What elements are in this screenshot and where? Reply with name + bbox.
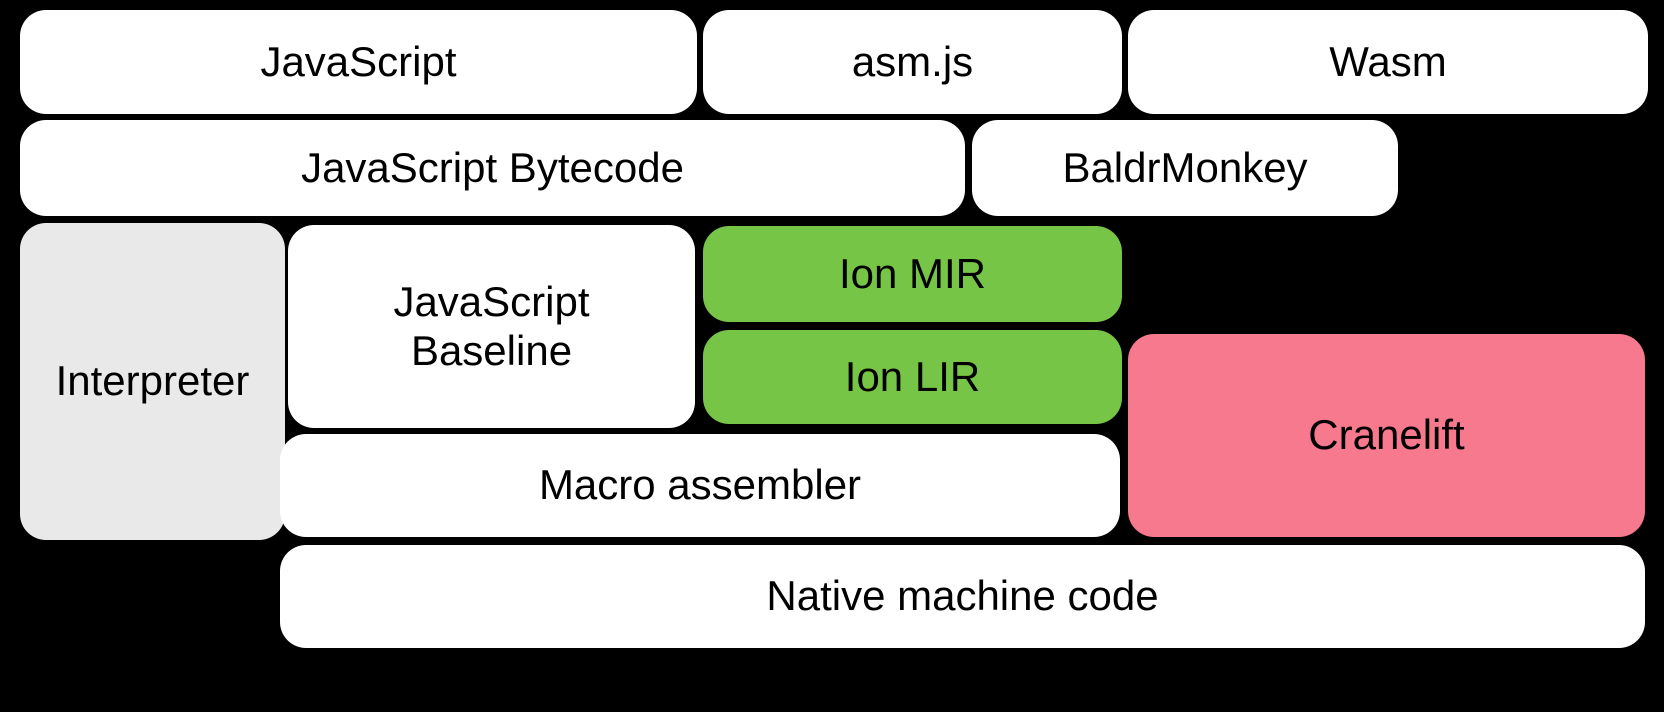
box-native-machine-code[interactable]: Native machine code [280,545,1645,648]
box-javascript-baseline[interactable]: JavaScript Baseline [288,225,695,428]
box-baldrmonkey[interactable]: BaldrMonkey [972,120,1398,216]
box-ion-mir[interactable]: Ion MIR [703,226,1122,322]
box-javascript-bytecode[interactable]: JavaScript Bytecode [20,120,965,216]
box-cranelift[interactable]: Cranelift [1128,334,1645,537]
box-asm-js[interactable]: asm.js [703,10,1122,114]
box-wasm[interactable]: Wasm [1128,10,1648,114]
box-ion-lir[interactable]: Ion LIR [703,330,1122,424]
box-javascript[interactable]: JavaScript [20,10,697,114]
box-interpreter[interactable]: Interpreter [20,223,285,540]
box-macro-assembler[interactable]: Macro assembler [280,434,1120,537]
